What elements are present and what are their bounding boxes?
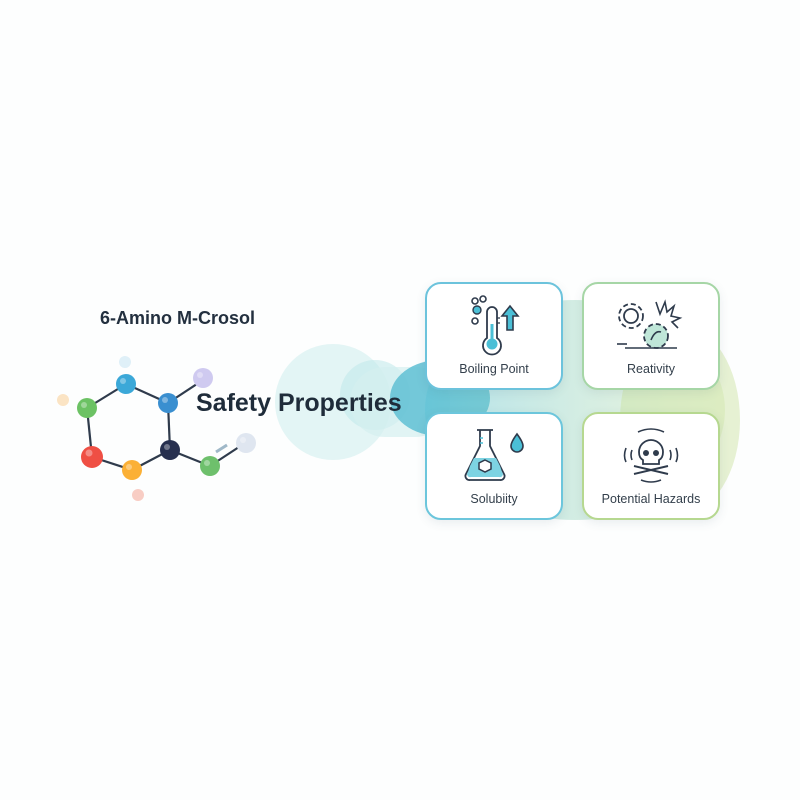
card-label: Solubiity bbox=[470, 492, 518, 506]
compound-title: 6-Amino M-Crosol bbox=[100, 308, 255, 328]
card-boiling-point[interactable]: Boiling Point bbox=[425, 282, 563, 390]
thermometer-icon bbox=[471, 295, 520, 356]
card-potential-hazards[interactable]: Potential Hazards bbox=[582, 412, 720, 520]
gears-explosion-icon bbox=[617, 299, 683, 349]
skull-crossbones-icon bbox=[623, 428, 679, 483]
molecule-diagram bbox=[57, 356, 256, 501]
flask-icon bbox=[464, 429, 524, 481]
card-label: Reativity bbox=[627, 362, 675, 376]
card-label: Boiling Point bbox=[459, 362, 529, 376]
card-label: Potential Hazards bbox=[601, 492, 701, 506]
card-reactivity[interactable]: Reativity bbox=[582, 282, 720, 390]
safety-properties-heading: Safety Properties bbox=[196, 389, 402, 417]
card-solubility[interactable]: Solubiity bbox=[425, 412, 563, 520]
